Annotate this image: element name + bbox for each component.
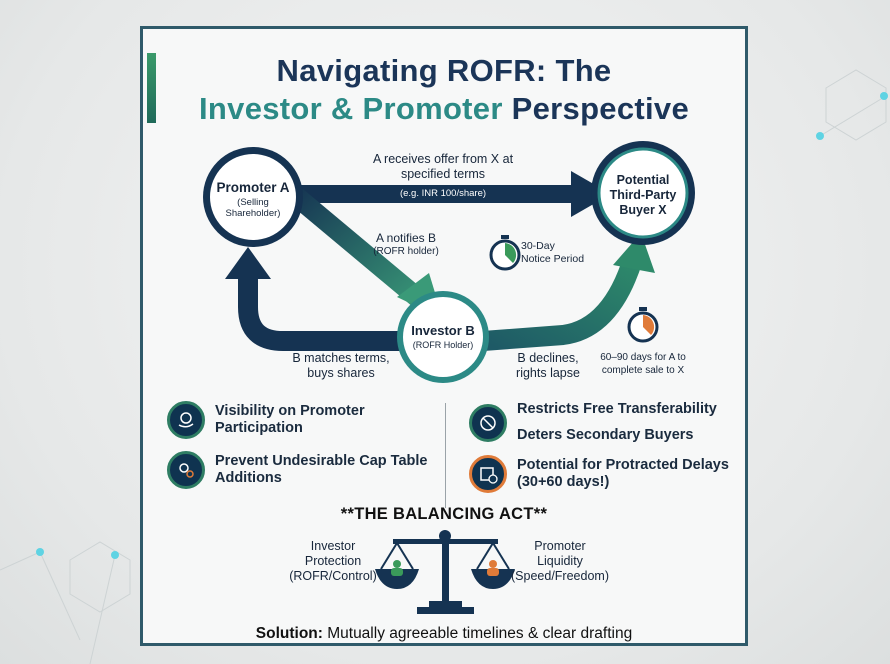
- solution-text: Mutually agreeable timelines & clear dra…: [322, 625, 633, 642]
- decline-line2: rights lapse: [516, 366, 580, 380]
- investor-benefit-text: Prevent Undesirable Cap Table Additions: [215, 453, 427, 487]
- buyer-x-line1: Potential: [616, 173, 670, 187]
- notify-label: A notifies B (ROFR holder): [351, 231, 461, 259]
- title-rest: Perspective: [511, 91, 689, 126]
- promoter-a-sub2: Shareholder): [225, 208, 281, 219]
- buyer-x-node: [591, 141, 695, 245]
- promoter-concern-line2: (30+60 days!): [517, 474, 610, 490]
- promoter-concern-text: Potential for Protracted Delays (30+60 d…: [517, 457, 729, 491]
- investor-benefit-item: Prevent Undesirable Cap Table Additions: [167, 451, 427, 489]
- promoter-a-sub1: (Selling: [237, 197, 269, 208]
- notice-line2: Notice Period: [521, 253, 585, 265]
- promoter-a-node: [203, 147, 303, 247]
- investor-benefit-line2: Participation: [215, 420, 303, 436]
- notice-line1: 30-Day: [521, 240, 555, 252]
- notify-line1: A notifies B: [375, 231, 437, 245]
- buyer-x-line2: Third-Party: [609, 188, 677, 202]
- investor-b-name: Investor B: [411, 323, 475, 338]
- investor-b-node: [397, 291, 489, 383]
- promoter-concern-line2: Deters Secondary Buyers: [517, 427, 694, 443]
- match-label: B matches terms, buys shares: [281, 351, 401, 381]
- offer-line1: A receives offer from X at: [372, 152, 514, 166]
- title-line-1: Navigating ROFR: The: [276, 53, 612, 88]
- notice-period-label: 30-Day Notice Period: [521, 240, 611, 266]
- offer-line2: specified terms: [400, 167, 486, 181]
- investor-protection-line1: Investor: [310, 539, 356, 553]
- investor-benefit-item: Visibility on Promoter Participation: [167, 401, 365, 439]
- promoter-liquidity-line2: Liquidity: [537, 554, 583, 568]
- decline-line1: B declines,: [517, 351, 579, 365]
- investor-b-label: Investor B (ROFR Holder): [405, 323, 481, 350]
- match-line2: buys shares: [307, 366, 375, 380]
- complete-line1: 60–90 days for A to: [600, 352, 686, 363]
- balancing-act-heading: **THE BALANCING ACT**: [340, 505, 548, 523]
- promoter-liquidity-line3: (Speed/Freedom): [511, 569, 609, 583]
- notify-sub: (ROFR holder): [373, 246, 439, 257]
- title-line-2: Investor & Promoter Perspective: [143, 91, 745, 127]
- decline-label: B declines, rights lapse: [503, 351, 593, 381]
- coin-hand-icon: [167, 401, 205, 439]
- restricted-transfer-icon: [469, 403, 507, 442]
- investor-benefit-line1: Visibility on Promoter: [215, 403, 365, 419]
- offer-sub-label: (e.g. INR 100/share): [399, 188, 487, 199]
- stopwatch-icon: [489, 235, 521, 271]
- promoter-concern-text: Restricts Free Transferability Deters Se…: [517, 401, 717, 444]
- complete-sale-label: 60–90 days for A to complete sale to X: [588, 351, 698, 377]
- offer-label: A receives offer from X at specified ter…: [343, 152, 543, 182]
- rofr-flow-diagram: [203, 141, 695, 614]
- promoter-concern-item: Restricts Free Transferability Deters Se…: [469, 401, 717, 444]
- promoter-a-name: Promoter A: [216, 180, 290, 195]
- match-line1: B matches terms,: [292, 351, 390, 365]
- solution-label: Solution:: [255, 625, 323, 642]
- accent-bar: [147, 53, 156, 123]
- promoter-concern-line1: Restricts Free Transferability: [517, 401, 717, 417]
- investor-protection-label: Investor Protection (ROFR/Control): [283, 539, 383, 584]
- promoter-liquidity-line1: Promoter: [534, 539, 586, 553]
- investor-protection-line2: Protection: [304, 554, 362, 568]
- promoter-concern-line1: Potential for Protracted Delays: [517, 457, 729, 473]
- promoter-concern-item: Potential for Protracted Delays (30+60 d…: [469, 455, 729, 493]
- investor-protection-line3: (ROFR/Control): [289, 569, 377, 583]
- promoter-liquidity-label: Promoter Liquidity (Speed/Freedom): [505, 539, 615, 584]
- column-divider: [445, 403, 446, 508]
- promoter-a-label: Promoter A (Selling Shareholder): [209, 180, 297, 219]
- infographic-card: Navigating ROFR: The Investor & Promoter…: [140, 26, 748, 646]
- buyer-x-label: Potential Third-Party Buyer X: [598, 173, 688, 218]
- solution-statement: Solution: Mutually agreeable timelines &…: [143, 625, 745, 643]
- investor-benefit-line1: Prevent Undesirable Cap Table: [215, 453, 428, 469]
- investor-benefit-text: Visibility on Promoter Participation: [215, 403, 365, 437]
- complete-line2: complete sale to X: [601, 365, 685, 376]
- gears-icon: [167, 451, 205, 489]
- buyer-x-line3: Buyer X: [619, 203, 667, 217]
- investor-b-sub: (ROFR Holder): [412, 340, 474, 350]
- title-highlight: Investor & Promoter: [199, 91, 503, 126]
- stopwatch-orange-icon: [627, 307, 659, 343]
- balance-scale-icon: [375, 530, 515, 614]
- investor-benefit-line2: Additions: [215, 470, 282, 486]
- match-arrow: [225, 247, 405, 351]
- calendar-clock-icon: [469, 455, 507, 493]
